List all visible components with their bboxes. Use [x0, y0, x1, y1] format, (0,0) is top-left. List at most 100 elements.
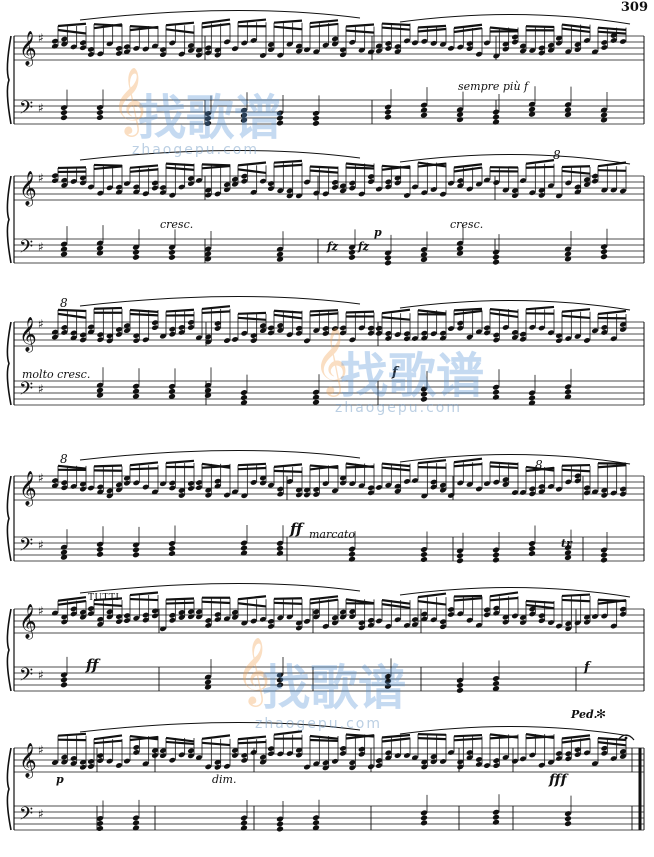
notehead — [420, 815, 428, 822]
beam — [490, 462, 518, 464]
notehead — [348, 249, 356, 256]
beam — [454, 311, 482, 314]
marking-ped-release: ✻ — [596, 707, 606, 721]
beam — [454, 309, 482, 311]
marking-sempre-piu-f: sempre più f — [458, 80, 528, 93]
notehead — [384, 255, 392, 262]
notehead — [348, 556, 356, 563]
beam — [238, 742, 266, 743]
beam — [490, 598, 518, 600]
beam — [58, 30, 86, 33]
beam — [238, 603, 266, 606]
beam — [58, 167, 86, 168]
beam — [238, 169, 266, 173]
notehead — [420, 396, 428, 403]
notehead — [312, 394, 320, 401]
beam — [274, 27, 302, 30]
beam — [382, 464, 410, 467]
marking-molto-cresc: molto cresc. — [22, 368, 90, 381]
key-signature-sharp: ♯ — [38, 240, 44, 254]
notehead — [276, 677, 284, 684]
notehead — [420, 107, 428, 114]
beam — [310, 310, 338, 311]
beam — [166, 603, 194, 604]
beam — [454, 464, 482, 466]
brace — [7, 176, 11, 263]
notehead — [96, 551, 104, 558]
bass-clef: 𝄢 — [19, 535, 33, 560]
notehead — [456, 682, 464, 689]
beam — [310, 600, 338, 604]
notehead — [600, 112, 608, 119]
notehead — [600, 248, 608, 255]
beam — [418, 734, 446, 735]
notehead — [132, 546, 140, 553]
notehead — [492, 557, 500, 564]
marking-trill: tr — [561, 537, 572, 550]
notehead — [492, 254, 500, 261]
beam — [166, 23, 194, 26]
beam — [130, 314, 158, 315]
beam — [130, 592, 158, 595]
notehead — [276, 550, 284, 557]
beam — [166, 164, 194, 166]
beam — [490, 309, 518, 312]
watermark-clef-icon: 𝄞 — [314, 326, 348, 397]
slur — [80, 450, 360, 460]
beam — [202, 311, 230, 313]
beam — [274, 471, 302, 472]
beam — [526, 601, 554, 603]
notehead — [564, 815, 572, 822]
beam — [238, 163, 266, 166]
beam — [562, 25, 590, 28]
beam — [94, 165, 122, 166]
notehead — [564, 251, 572, 258]
marking-dim: dim. — [212, 773, 237, 786]
notehead — [60, 114, 68, 121]
notehead — [312, 120, 320, 127]
marking-ff-2: ff — [86, 656, 98, 674]
beam — [166, 461, 194, 463]
beam — [454, 164, 482, 167]
notehead — [492, 814, 500, 821]
beam — [454, 598, 482, 600]
notehead — [276, 120, 284, 127]
beam — [238, 596, 266, 599]
beam — [562, 316, 590, 318]
beam — [166, 29, 194, 32]
beam — [382, 738, 410, 741]
beam — [58, 314, 86, 318]
brace — [7, 322, 11, 405]
notehead — [168, 388, 176, 395]
notehead — [420, 112, 428, 119]
bass-clef: 𝄢 — [19, 237, 33, 262]
treble-clef: 𝄞 — [19, 604, 37, 640]
notehead — [456, 116, 464, 123]
beam — [238, 318, 266, 320]
beam — [310, 24, 338, 27]
key-signature-sharp: ♯ — [38, 31, 44, 45]
beam — [310, 313, 338, 315]
beam — [58, 466, 86, 469]
slur — [80, 150, 360, 160]
beam — [598, 742, 626, 745]
notehead — [492, 114, 500, 121]
watermark-clef-icon: 𝄞 — [236, 636, 270, 707]
beam — [562, 735, 590, 738]
notehead — [204, 679, 212, 686]
beam — [562, 739, 590, 743]
marking-tutti: TUTTI — [88, 592, 119, 603]
marking-8va-1: 8 — [553, 148, 561, 162]
notehead — [420, 551, 428, 558]
notehead — [60, 251, 68, 258]
beam — [562, 29, 590, 32]
beam — [418, 467, 446, 468]
beam — [274, 165, 302, 167]
slur — [400, 154, 630, 164]
beam — [94, 166, 122, 168]
treble-clef: 𝄞 — [19, 31, 37, 67]
brace — [7, 748, 11, 830]
notehead — [384, 260, 392, 267]
beam — [598, 32, 626, 34]
